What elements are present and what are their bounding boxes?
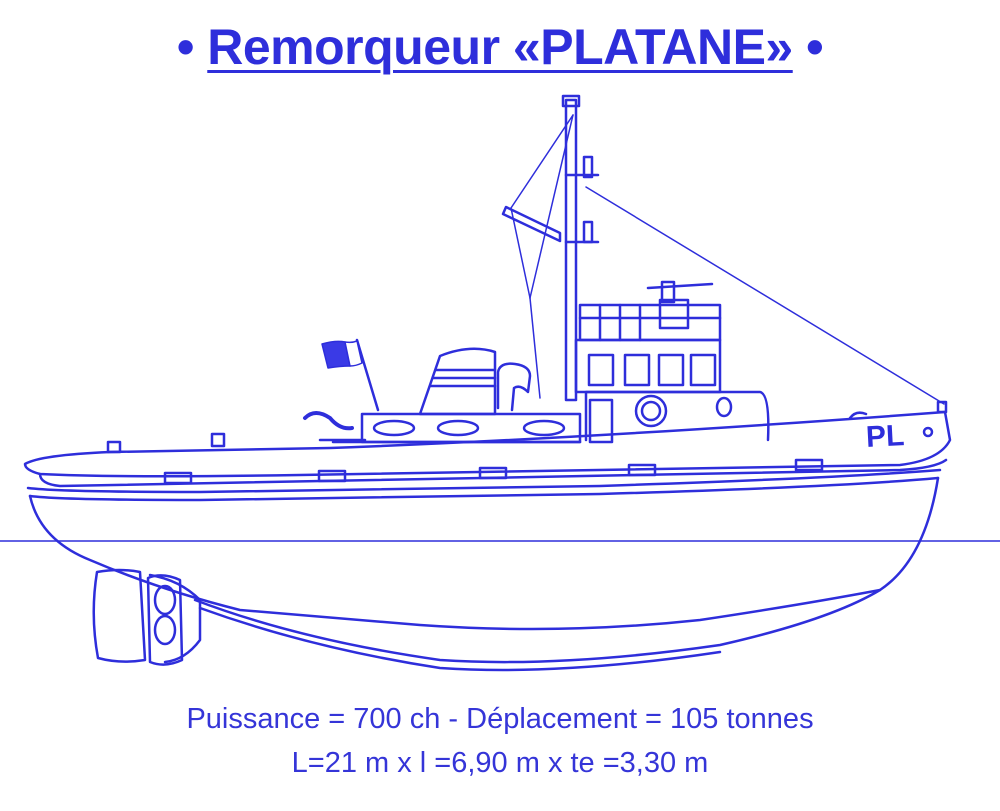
title-ship-name: Remorqueur «PLATANE» [207,19,793,75]
specs-dimensions: L=21 m x l =6,90 m x te =3,30 m [291,747,709,779]
engine-casing [303,411,582,444]
propeller [146,574,184,666]
deckhouse [584,390,770,444]
hull-portholes [163,458,824,485]
mast [501,94,600,402]
hull [23,410,952,672]
bow-fittings [848,400,948,438]
flag-pole [355,338,380,412]
funnel [418,347,532,416]
searchlight [646,280,714,330]
wheelhouse [574,303,722,394]
rigging [510,114,945,405]
drawing-title: • Remorqueur «PLATANE» • [0,18,1000,76]
rudder [92,568,147,663]
specs-power-displacement: Puissance = 700 ch - Déplacement = 105 t… [186,703,814,735]
hull-marking: PL [865,419,906,454]
title-bullet-right: • [806,19,824,75]
deck-bollards [106,432,226,454]
french-flag [321,340,363,369]
title-bullet-left: • [176,19,195,75]
